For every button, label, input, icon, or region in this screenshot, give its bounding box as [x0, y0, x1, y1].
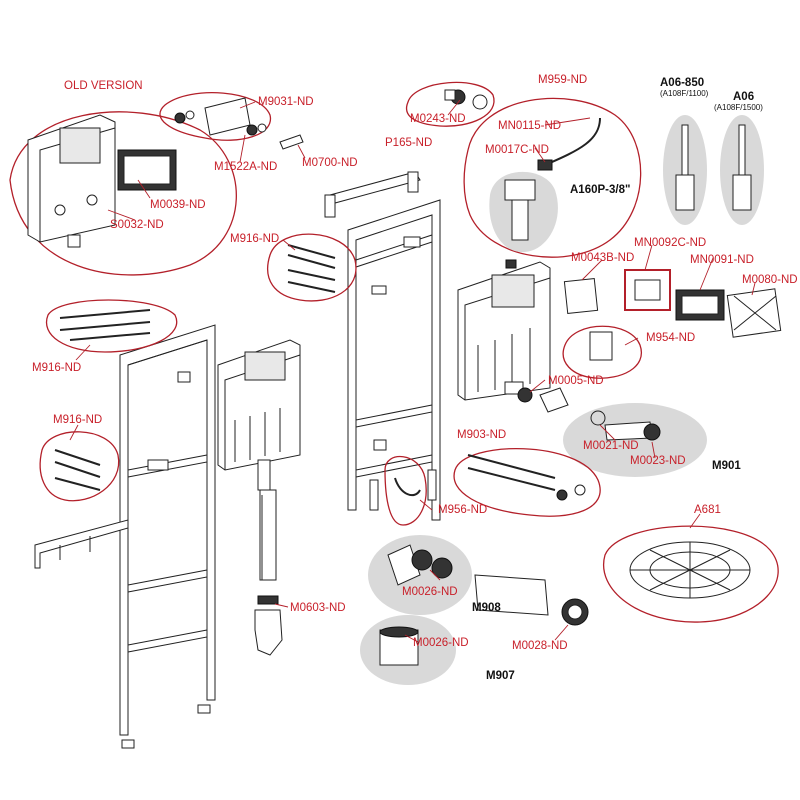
label-m901: M901 — [712, 460, 741, 472]
label-m0026-b: M0026-ND — [413, 637, 469, 649]
label-mn0092c: MN0092C-ND — [634, 237, 706, 249]
m956-group — [384, 456, 427, 526]
label-s0032: S0032-ND — [110, 219, 164, 231]
m916-group-mid — [45, 299, 178, 353]
right-cistern-drawing — [457, 259, 551, 401]
label-m0021: M0021-ND — [583, 440, 639, 452]
label-m908: M908 — [472, 602, 501, 614]
m916-group-top — [267, 233, 357, 302]
label-m0028: M0028-ND — [512, 640, 568, 652]
label-m903: M903-ND — [457, 429, 506, 441]
leader-lines — [69, 99, 756, 643]
label-m0026-a: M0026-ND — [402, 586, 458, 598]
label-m0243: M0243-ND — [410, 113, 466, 125]
a06-valves-group — [663, 115, 764, 225]
m0243-group — [405, 81, 495, 127]
label-m954: M954-ND — [646, 332, 695, 344]
label-m0080: M0080-ND — [742, 274, 798, 286]
label-m916-top: M916-ND — [230, 233, 279, 245]
label-m959: M959-ND — [538, 74, 587, 86]
label-m907: M907 — [486, 670, 515, 682]
labels: OLD VERSION M0039-ND S0032-ND M9031-ND M… — [32, 74, 798, 682]
a681-group — [603, 525, 779, 623]
left-frame-drawing — [34, 324, 216, 749]
label-m0700: M0700-ND — [302, 157, 358, 169]
label-m956: M956-ND — [438, 504, 487, 516]
label-m0039: M0039-ND — [150, 199, 206, 211]
label-m0023: M0023-ND — [630, 455, 686, 467]
label-m0017c: M0017C-ND — [485, 144, 549, 156]
label-m0005: M0005-ND — [548, 375, 604, 387]
label-m0603: M0603-ND — [290, 602, 346, 614]
m0005-group — [517, 387, 569, 413]
label-a06: A06 — [733, 91, 754, 103]
label-a06-850: A06-850 — [660, 77, 704, 89]
m908-m907-groups — [360, 535, 472, 685]
center-frame-drawing — [324, 171, 441, 521]
label-a06-sub: (A108F/1500) — [714, 103, 763, 112]
label-p165: P165-ND — [385, 137, 432, 149]
label-old-version: OLD VERSION — [64, 80, 143, 92]
label-m9031: M9031-ND — [258, 96, 314, 108]
m959-group — [463, 97, 642, 258]
m916-group-low — [39, 431, 120, 502]
label-a681: A681 — [694, 504, 721, 516]
m9031-group — [159, 92, 304, 150]
label-m916-mid: M916-ND — [32, 362, 81, 374]
label-mn0091: MN0091-ND — [690, 254, 754, 266]
label-m0043b: M0043B-ND — [571, 252, 634, 264]
m903-group — [453, 448, 601, 517]
plates-group — [563, 269, 782, 338]
label-mn0115: MN0115-ND — [498, 120, 561, 132]
left-cistern-drawing — [217, 339, 301, 656]
label-a06-850-sub: (A108F/1100) — [660, 89, 709, 98]
m0028-group — [474, 574, 589, 626]
m954-group — [562, 325, 643, 379]
m901-group — [563, 403, 707, 477]
label-m1522a: M1522A-ND — [214, 161, 277, 173]
label-a160p: A160P-3/8" — [570, 184, 630, 196]
old-version-group — [9, 111, 237, 276]
label-m916-low: M916-ND — [53, 414, 102, 426]
